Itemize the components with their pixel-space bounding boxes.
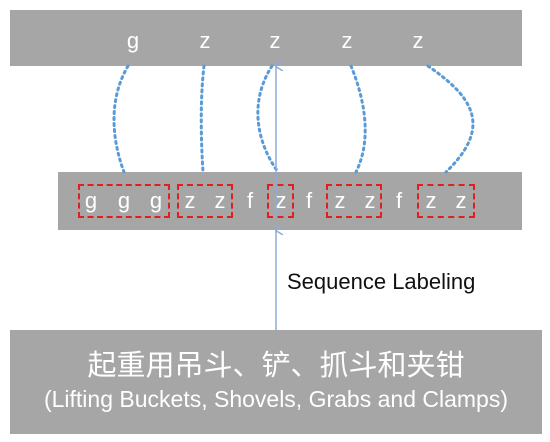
input-text-chinese: 起重用吊斗、铲、抓斗和夹钳 (87, 348, 465, 382)
group-box (417, 184, 475, 218)
dotted-link (349, 64, 367, 174)
input-text-english: (Lifting Buckets, Shovels, Grabs and Cla… (43, 386, 509, 412)
group-box (78, 184, 170, 218)
top-token: z (412, 28, 424, 53)
mid-token: f (246, 188, 254, 213)
mid-token: z (214, 188, 226, 213)
sequence-bar (58, 172, 522, 230)
mid-token: z (184, 188, 196, 213)
dotted-link (199, 64, 206, 174)
label-bar (10, 10, 522, 66)
mid-token: z (275, 188, 287, 213)
input-text-box: 起重用吊斗、铲、抓斗和夹钳 (Lifting Buckets, Shovels,… (10, 330, 542, 434)
top-token: g (126, 28, 140, 53)
mid-token: z (425, 188, 437, 213)
top-token: z (341, 28, 353, 53)
mid-token: f (395, 188, 403, 213)
sequence-labeling-label: Sequence Labeling (287, 269, 476, 294)
group-box (326, 184, 382, 218)
dotted-link (112, 64, 130, 174)
mid-token: g (117, 188, 131, 213)
dotted-link (256, 64, 280, 174)
mid-token: g (84, 188, 98, 213)
mid-token: g (149, 188, 163, 213)
mid-token: z (455, 188, 467, 213)
top-token: z (199, 28, 211, 53)
mid-token: z (334, 188, 346, 213)
mid-token: z (364, 188, 376, 213)
mid-token: f (305, 188, 313, 213)
dotted-link (426, 64, 475, 174)
group-box (177, 184, 233, 218)
group-box (267, 184, 294, 218)
top-token: z (269, 28, 281, 53)
